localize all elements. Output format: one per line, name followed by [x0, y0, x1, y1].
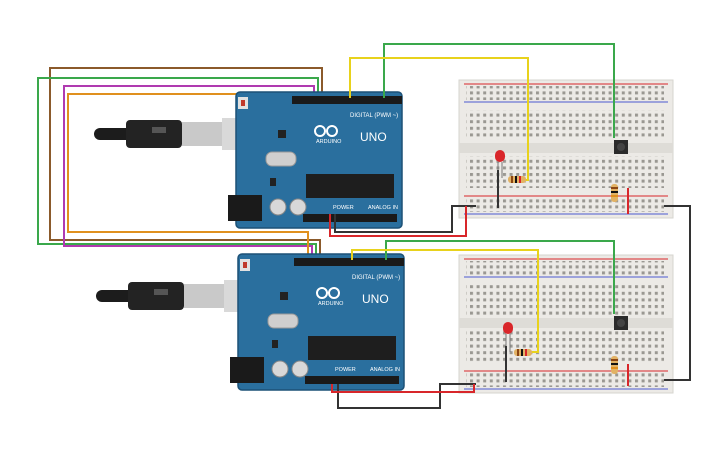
arduino-logo-text-top: ARDUINO: [316, 139, 342, 145]
resistor-bottom-led[interactable]: [514, 349, 532, 356]
power-header-top: [303, 214, 397, 222]
arduino-bottom[interactable]: DIGITAL (PWM ~) UNO ARDUINO POWER ANALOG…: [96, 253, 405, 391]
led-top[interactable]: [495, 150, 505, 178]
pushbutton-top[interactable]: [614, 140, 628, 154]
digital-label-bottom: DIGITAL (PWM ~): [352, 275, 400, 281]
breadboard-top[interactable]: [458, 79, 674, 219]
power-label-bottom: POWER: [335, 367, 356, 373]
wire-brown: [49, 67, 323, 255]
power-label-top: POWER: [333, 205, 354, 211]
analog-label-bottom: ANALOG IN: [370, 367, 400, 373]
resistor-bottom-button[interactable]: [611, 356, 618, 374]
pushbutton-bottom[interactable]: [614, 316, 628, 330]
digital-header-top: [292, 96, 402, 104]
led-bottom[interactable]: [503, 322, 513, 352]
arduino-top[interactable]: DIGITAL (PWM ~) UNO ARDUINO POWER ANALOG…: [94, 91, 403, 229]
wire-black-top-gnd: [334, 205, 476, 233]
arduino-logo-text-bottom: ARDUINO: [318, 301, 344, 307]
wire-red-top-5v: [329, 206, 467, 237]
bottom-circuit-wires[interactable]: [331, 170, 691, 409]
wire-red-bottom-5v: [331, 384, 475, 393]
resistor-top-led[interactable]: [508, 176, 526, 183]
wire-black-rail-link: [664, 205, 691, 381]
uno-brand-bottom: UNO: [362, 292, 389, 306]
breadboard-bottom[interactable]: [458, 254, 674, 394]
wire-green-left: [37, 77, 319, 255]
uno-brand-top: UNO: [360, 130, 387, 144]
power-header-bottom: [305, 376, 399, 384]
atmega-chip-top: [306, 174, 394, 198]
atmega-chip-bottom: [308, 336, 396, 360]
arduino-logo-top: [314, 125, 338, 137]
wire-purple: [63, 85, 315, 258]
wire-black-bottom-gnd: [337, 383, 476, 409]
arduino-logo-bottom: [316, 287, 340, 299]
wire-green-top-button: [383, 43, 615, 138]
digital-label-top: DIGITAL (PWM ~): [350, 113, 398, 119]
analog-label-top: ANALOG IN: [368, 205, 398, 211]
digital-header-bottom: [294, 258, 404, 266]
wire-yellow-bottom-led: [351, 249, 539, 353]
resistor-top-button[interactable]: [611, 184, 618, 202]
